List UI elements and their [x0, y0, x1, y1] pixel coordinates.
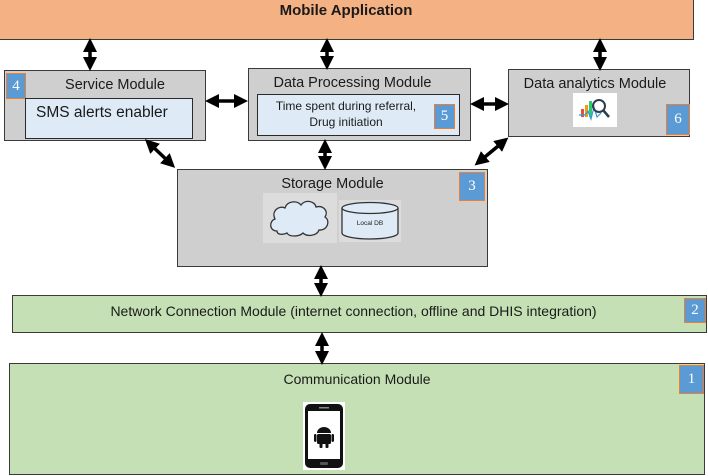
mobile-application-bar: Mobile Application [0, 0, 694, 40]
mobile-application-title: Mobile Application [279, 2, 413, 19]
cloud-icon [263, 193, 337, 243]
network-connection-badge: 2 [684, 298, 706, 323]
data-processing-text: Time spent during referral, Drug initiat… [262, 98, 430, 130]
communication-module-badge: 1 [679, 365, 704, 394]
storage-module-badge: 3 [459, 172, 485, 201]
storage-module-title: Storage Module [281, 176, 384, 192]
network-connection-title: Network Connection Module (internet conn… [110, 303, 597, 319]
analytics-chart-magnifier-icon [573, 93, 617, 127]
data-processing-text-line2: Drug initiation [309, 115, 383, 129]
service-module-badge: 4 [6, 73, 26, 99]
data-processing-text-line1: Time spent during referral, [275, 99, 417, 113]
data-analytics-title: Data analytics Module [523, 76, 667, 92]
service-module-title: Service Module [65, 77, 165, 93]
local-db-label: Local DB [356, 220, 384, 227]
data-processing-badge: 5 [434, 104, 455, 129]
arrow-analytics-storage [474, 137, 509, 166]
sms-alerts-label: SMS alerts enabler [36, 104, 168, 121]
data-processing-inner-box: Time spent during referral, Drug initiat… [257, 94, 460, 136]
sms-alerts-box: SMS alerts enabler [25, 98, 193, 139]
storage-module: Storage Module 3 Local DB [177, 169, 488, 267]
data-processing-title: Data Processing Module [273, 75, 432, 91]
communication-module: Communication Module 1 [9, 363, 705, 475]
service-module: 4 Service Module SMS alerts enabler [4, 70, 206, 141]
data-analytics-badge: 6 [666, 104, 690, 135]
data-processing-module: Data Processing Module Time spent during… [248, 68, 471, 141]
communication-module-title: Communication Module [283, 371, 431, 387]
arrow-service-storage [144, 139, 176, 168]
local-db-icon: Local DB [339, 200, 401, 242]
network-connection-module: Network Connection Module (internet conn… [12, 295, 707, 333]
android-phone-icon [302, 402, 346, 470]
